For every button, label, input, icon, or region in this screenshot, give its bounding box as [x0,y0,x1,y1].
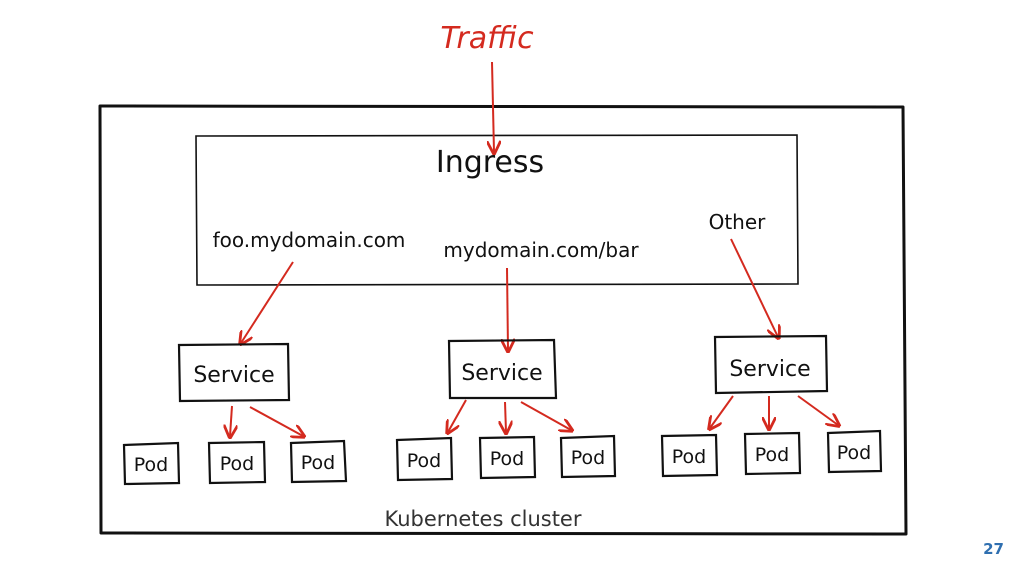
pod-label: Pod [571,447,605,469]
pod-label: Pod [490,448,524,470]
service-1-label: Service [193,363,274,388]
service-2: Service [447,338,558,400]
pod: Pod [826,429,883,474]
service-3: Service [713,334,829,395]
pod-label: Pod [837,442,871,464]
service-3-box [713,334,829,395]
cluster-label: Kubernetes cluster [385,507,582,531]
service-3-label: Service [729,357,810,382]
pod: Pod [660,433,719,478]
pod-arrows [230,395,838,436]
pod: Pod [395,436,454,482]
route-arrow-foo [241,261,294,343]
route-arrow-bar [507,267,508,350]
page-number: 27 [983,540,1004,558]
route-label-foo: foo.mydomain.com [213,228,406,252]
route-label-other: Other [709,210,767,234]
pod-label: Pod [220,453,254,475]
service-1-box [177,342,291,403]
service-2-label: Service [461,361,542,386]
service-2-box [447,338,558,400]
pod-label: Pod [672,446,706,468]
pod: Pod [559,434,617,479]
pod-label: Pod [755,444,789,466]
traffic-label: Traffic [440,21,534,56]
pod: Pod [743,431,802,476]
pod-label: Pod [301,452,335,474]
service-1: Service [177,342,291,403]
pod: Pod [478,435,537,480]
ingress-label: Ingress [436,145,544,180]
traffic-arrow [492,61,494,152]
pod: Pod [207,440,267,485]
route-arrow-other [730,238,778,337]
pod-label: Pod [407,450,441,472]
pod: Pod [289,439,348,484]
cluster-box [98,104,908,536]
ingress-box [195,134,799,286]
route-label-bar: mydomain.com/bar [443,238,639,262]
pod: Pod [122,441,181,486]
pod-label: Pod [134,454,168,476]
